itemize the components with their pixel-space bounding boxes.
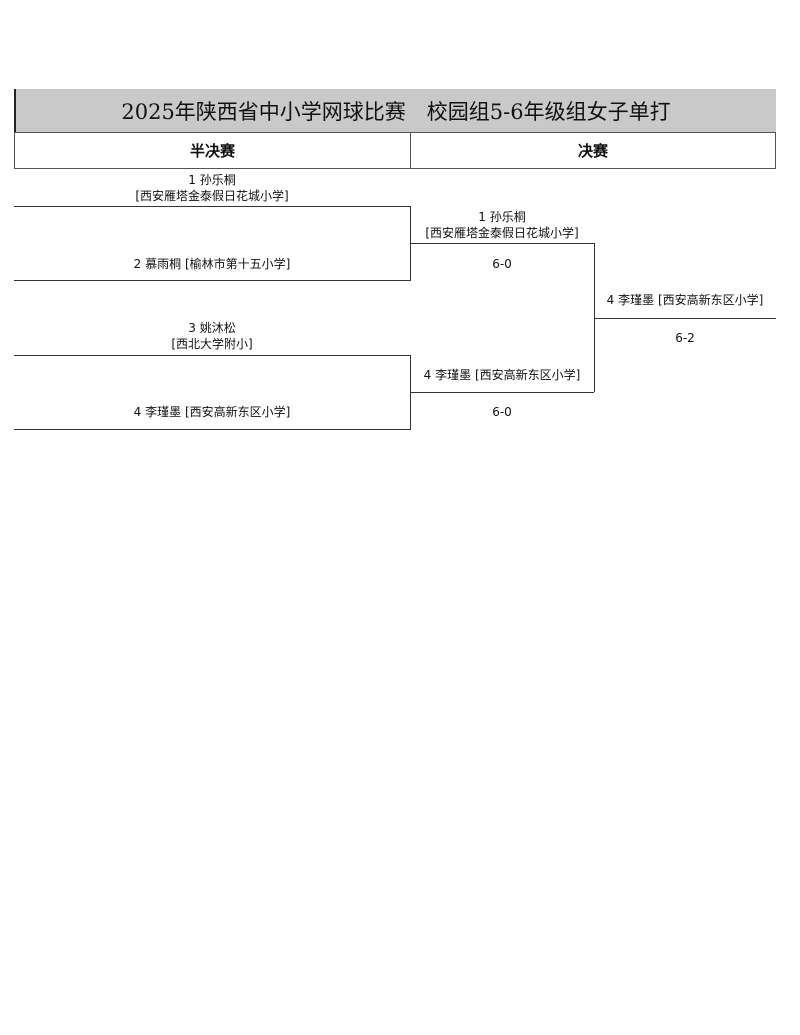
final-player-1-school: [西安雁塔金泰假日花城小学]: [425, 226, 579, 240]
semifinal-2-player-1: 3 姚沐松 [西北大学附小]: [171, 320, 252, 352]
round-header-final: 决赛: [410, 132, 776, 169]
semifinal-2-player-1-line: [14, 355, 410, 356]
semifinal-1-player-2-line: 2 慕雨桐 [榆林市第十五小学]: [133, 257, 291, 271]
semifinal-2-player-2: 4 李瑾墨 [西安高新东区小学]: [134, 404, 291, 420]
semifinal-1-player-1-line: [14, 206, 410, 207]
final-player-2: 4 李瑾墨 [西安高新东区小学]: [424, 367, 581, 383]
final-player-1: 1 孙乐桐 [西安雁塔金泰假日花城小学]: [425, 209, 578, 241]
semifinal-2-score-text: 6-0: [492, 405, 512, 419]
final-score: 6-2: [675, 330, 695, 346]
semifinal-1-score: 6-0: [492, 256, 512, 272]
champion-line-rule: [594, 318, 776, 319]
final-player-2-line: 4 李瑾墨 [西安高新东区小学]: [423, 368, 581, 382]
final-player-2-line-rule: [410, 392, 594, 393]
semifinal-2-score: 6-0: [492, 404, 512, 420]
final-player-1-line: [410, 243, 594, 244]
semifinal-1-player-2-line-rule: [14, 280, 411, 281]
semifinal-1-score-text: 6-0: [492, 257, 512, 271]
semifinal-1-player-1-school: [西安雁塔金泰假日花城小学]: [135, 189, 289, 203]
semifinal-1-player-1-name: 1 孙乐桐: [188, 173, 236, 187]
round-header-final-label: 决赛: [577, 142, 608, 160]
semifinal-2-player-2-line: 4 李瑾墨 [西安高新东区小学]: [133, 405, 291, 419]
semifinal-1-player-2: 2 慕雨桐 [榆林市第十五小学]: [134, 256, 291, 272]
semifinal-2-player-1-school: [西北大学附小]: [171, 337, 253, 351]
final-connector: [594, 243, 595, 392]
round-header-semifinal: 半决赛: [14, 132, 411, 169]
semifinal-1-player-1: 1 孙乐桐 [西安雁塔金泰假日花城小学]: [135, 172, 288, 204]
semifinal-2-player-2-line-rule: [14, 429, 411, 430]
champion: 4 李瑾墨 [西安高新东区小学]: [607, 292, 764, 308]
title-bar: 2025年陕西省中小学网球比赛 校园组5-6年级组女子单打: [14, 89, 776, 132]
final-player-1-name: 1 孙乐桐: [478, 210, 526, 224]
semifinal-2-player-1-name: 3 姚沐松: [188, 321, 236, 335]
page-title: 2025年陕西省中小学网球比赛 校园组5-6年级组女子单打: [121, 99, 671, 124]
round-header-semifinal-label: 半决赛: [189, 142, 235, 160]
champion-line: 4 李瑾墨 [西安高新东区小学]: [606, 293, 764, 307]
final-score-text: 6-2: [675, 331, 695, 345]
